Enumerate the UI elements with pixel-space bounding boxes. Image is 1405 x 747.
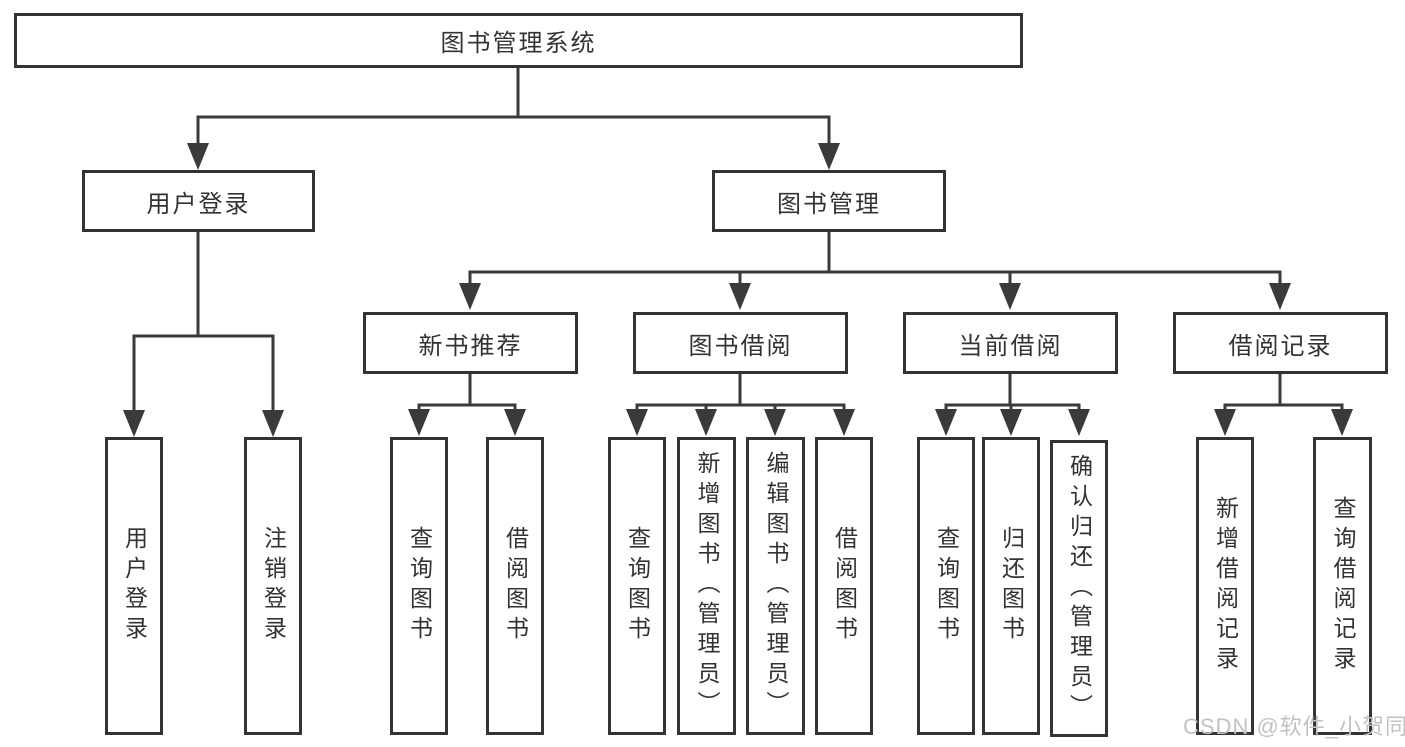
leaf-label: 新增借阅记录 xyxy=(1212,496,1239,676)
arrow-icon xyxy=(935,409,957,436)
leaf-label: 注销登录 xyxy=(260,526,287,646)
leaf-label: 归还图书 xyxy=(998,526,1025,646)
arrow-icon xyxy=(764,409,786,436)
leaf-borrow-query-books: 查询图书 xyxy=(608,437,666,735)
csdn-watermark: CSDN @软件_小贺同学 xyxy=(1183,714,1405,739)
edge-user-login-to-leaves xyxy=(132,232,275,412)
arrow-icon xyxy=(818,143,840,170)
arrow-icon xyxy=(1269,283,1291,310)
arrow-icon xyxy=(1000,409,1022,436)
edge-current-borrow-to-leaves xyxy=(944,374,1081,414)
leaf-current-query-books: 查询图书 xyxy=(917,437,975,735)
leaf-label: 查询图书 xyxy=(933,526,960,646)
node-label: 当前借阅 xyxy=(958,332,1063,360)
arrow-icon xyxy=(1068,409,1090,436)
leaf-label: 查询图书 xyxy=(406,526,433,646)
node-label: 图书管理 xyxy=(777,190,881,218)
leaf-current-return-books: 归还图书 xyxy=(982,437,1040,735)
leaf-label: 用户登录 xyxy=(121,526,148,646)
leaf-label: 查询图书 xyxy=(624,526,651,646)
leaf-label: 新增图书（管理员） xyxy=(694,451,720,721)
leaf-label: 编辑图书（管理员） xyxy=(763,451,789,721)
node-book-management: 图书管理 xyxy=(712,170,946,232)
arrow-icon xyxy=(262,410,284,437)
arrow-icon xyxy=(123,410,145,437)
arrow-icon xyxy=(408,409,430,436)
leaf-records-add-record: 新增借阅记录 xyxy=(1196,437,1254,735)
node-current-borrowing: 当前借阅 xyxy=(903,312,1118,374)
leaf-newrec-query-books: 查询图书 xyxy=(390,437,448,735)
arrow-icon xyxy=(729,283,751,310)
leaf-records-query-record: 查询借阅记录 xyxy=(1313,437,1372,735)
arrow-icon xyxy=(504,409,526,436)
node-label: 新书推荐 xyxy=(418,332,523,360)
leaf-label: 查询借阅记录 xyxy=(1330,496,1356,676)
leaf-newrec-borrow-books: 借阅图书 xyxy=(486,437,544,735)
node-book-borrowing: 图书借阅 xyxy=(633,312,848,374)
arrow-icon xyxy=(1331,409,1353,436)
leaf-label: 确认归还（管理员） xyxy=(1066,453,1093,724)
node-new-book-recommendation: 新书推荐 xyxy=(363,312,578,374)
node-label: 图书借阅 xyxy=(688,332,793,360)
arrow-icon xyxy=(459,283,481,310)
node-library-management-system: 图书管理系统 xyxy=(14,13,1023,68)
edge-book-borrow-to-leaves xyxy=(635,374,846,414)
node-label: 借阅记录 xyxy=(1228,332,1333,360)
leaf-borrow-borrow-books: 借阅图书 xyxy=(815,437,873,735)
arrow-icon xyxy=(833,409,855,436)
arrow-icon xyxy=(187,143,209,170)
arrow-icon xyxy=(695,409,717,436)
edge-new-book-to-leaves xyxy=(417,374,517,414)
leaf-user-login: 用户登录 xyxy=(105,437,163,735)
leaf-label: 借阅图书 xyxy=(831,526,858,646)
node-user-login: 用户登录 xyxy=(82,170,315,232)
node-label: 用户登录 xyxy=(146,190,251,218)
edge-borrow-record-to-leaves xyxy=(1223,374,1344,414)
leaf-label: 借阅图书 xyxy=(502,526,529,646)
node-borrowing-records: 借阅记录 xyxy=(1173,312,1388,374)
arrow-icon xyxy=(999,283,1021,310)
edge-root-to-level2 xyxy=(196,68,831,145)
leaf-current-confirm-return-admin: 确认归还（管理员） xyxy=(1050,440,1108,737)
leaf-borrow-edit-books-admin: 编辑图书（管理员） xyxy=(746,437,805,735)
edge-book-mgmt-to-level3 xyxy=(468,232,1282,285)
leaf-borrow-add-books-admin: 新增图书（管理员） xyxy=(677,437,736,735)
arrow-icon xyxy=(1214,409,1236,436)
arrow-icon xyxy=(626,409,648,436)
leaf-logout: 注销登录 xyxy=(244,437,302,735)
node-label: 图书管理系统 xyxy=(440,30,597,57)
